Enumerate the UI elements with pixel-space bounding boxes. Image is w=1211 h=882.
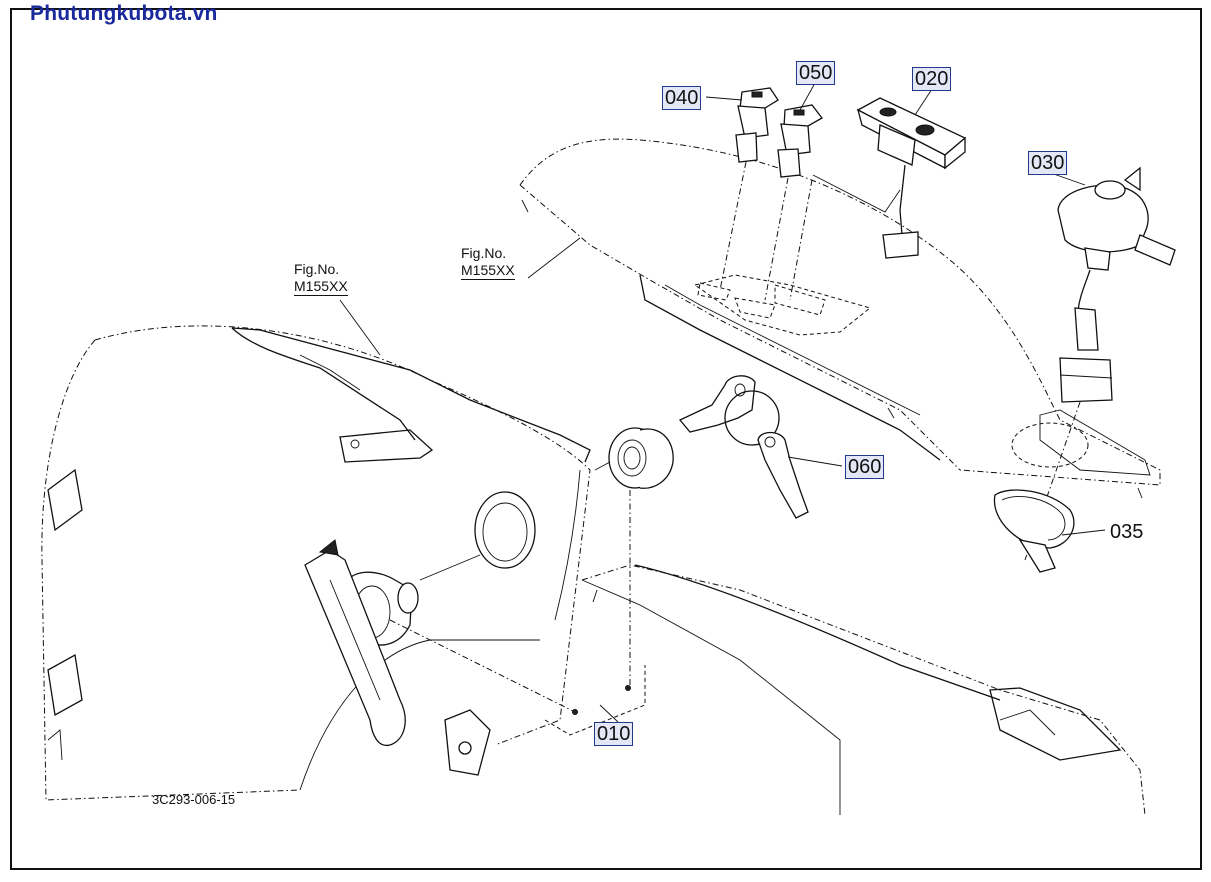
switch-050 [764,104,823,301]
key-switch-030 [1024,166,1176,561]
fig-ref-center[interactable]: Fig.No. M155XX [461,245,515,280]
cable-tie [993,489,1106,573]
switch-040 [719,87,779,291]
callout-010[interactable]: 010 [594,722,634,746]
upper-panel [519,138,1161,499]
left-panel [41,325,591,801]
callout-050[interactable]: 050 [796,61,836,85]
callout-030[interactable]: 030 [1028,151,1068,175]
callout-040[interactable]: 040 [662,86,702,110]
drawing-number: 3C293-006-15 [152,792,236,807]
keys [678,375,843,519]
fig-ref-center-line2: M155XX [461,262,515,280]
leader-lines [339,82,1086,723]
diagram-frame [10,8,1202,870]
lower-panel [581,564,1146,816]
callout-060[interactable]: 060 [845,455,885,479]
rotary-switch [304,539,576,747]
fig-ref-left-line1: Fig.No. [294,261,340,277]
fig-ref-center-line1: Fig.No. [461,245,507,261]
grommet [544,427,674,736]
switch-020 [789,97,967,301]
callout-020[interactable]: 020 [912,67,952,91]
callout-035[interactable]: 035 [1110,521,1144,543]
site-title: Phutungkubota.vn [30,2,218,25]
fig-ref-left[interactable]: Fig.No. M155XX [294,261,348,296]
fig-ref-left-line2: M155XX [294,278,348,296]
